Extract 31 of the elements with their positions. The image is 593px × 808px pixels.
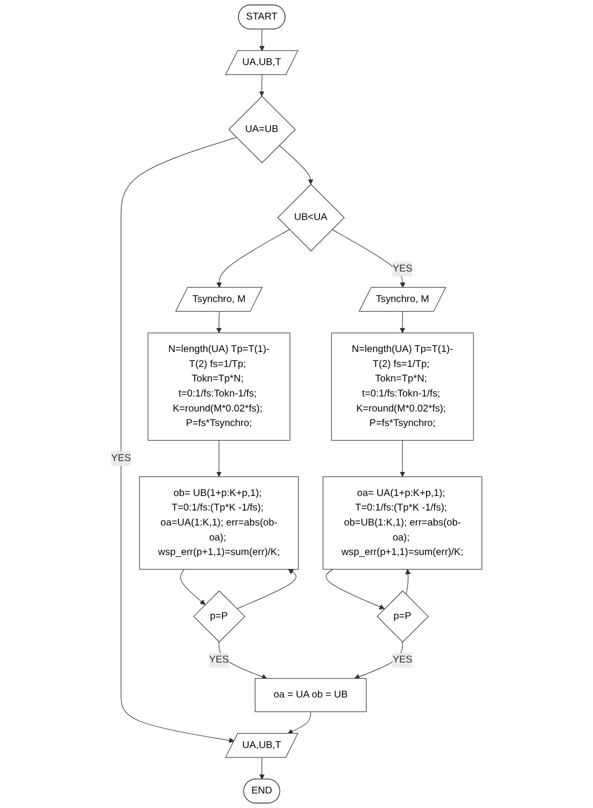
arrow [326, 568, 385, 610]
edge-label: YES [111, 452, 131, 464]
node-diamond: p=P [376, 590, 429, 642]
node-box: ob= UB(1+p:K+p,1); T=0:1/fs:(Tp*K -1/fs); oa=UA(1:K,1); err=abs(ob-oa); wsp_err(p+1,1)=sum(err)/K; [139, 476, 299, 570]
arrow [216, 311, 222, 334]
node-box: N=length(UA) Tp=T(1)-T(2) fs=1/Tp; Tokn=Tp*N; t=0:1/fs:Tokn-1/fs; K=round(M*0.02*fs); P=fs*Tsynchro; [331, 332, 474, 441]
arrow [259, 757, 265, 780]
arrow [236, 569, 296, 610]
node-diamond: p=P [193, 590, 246, 642]
node-diamond: UA=UB [228, 96, 296, 164]
arrow [259, 74, 264, 96]
arrow [332, 229, 406, 288]
arrow [218, 642, 268, 680]
arrow [354, 642, 403, 680]
arrow [216, 440, 222, 477]
arrow [278, 144, 314, 185]
arrow [405, 569, 411, 595]
node-box: N=length(UA) Tp=T(1)-T(2) fs=1/Tp; Tokn=Tp*N; t=0:1/fs:Tokn-1/fs; K=round(M*0.02*fs); P=fs*Tsynchro; [148, 332, 290, 441]
arrow [120, 137, 237, 744]
arrow [288, 711, 311, 734]
node-box: oa= UA(1+p:K+p,1); T=0:1/fs:(Tp*K -1/fs); ob=UB(1:K,1); err=abs(ob-oa); wsp_err(p+1,1)=sum(err)/K; [322, 476, 482, 570]
arrow [216, 229, 290, 288]
arrow [400, 440, 406, 477]
node-box: oa = UA ob = UB [254, 678, 367, 712]
arrow [400, 311, 406, 334]
edge-label: YES [392, 654, 412, 666]
edge-label: YES [209, 654, 229, 666]
node-diamond: UB<UA [277, 184, 345, 252]
edge-label: YES [392, 264, 412, 274]
arrow [259, 29, 265, 52]
arrow [180, 568, 206, 605]
